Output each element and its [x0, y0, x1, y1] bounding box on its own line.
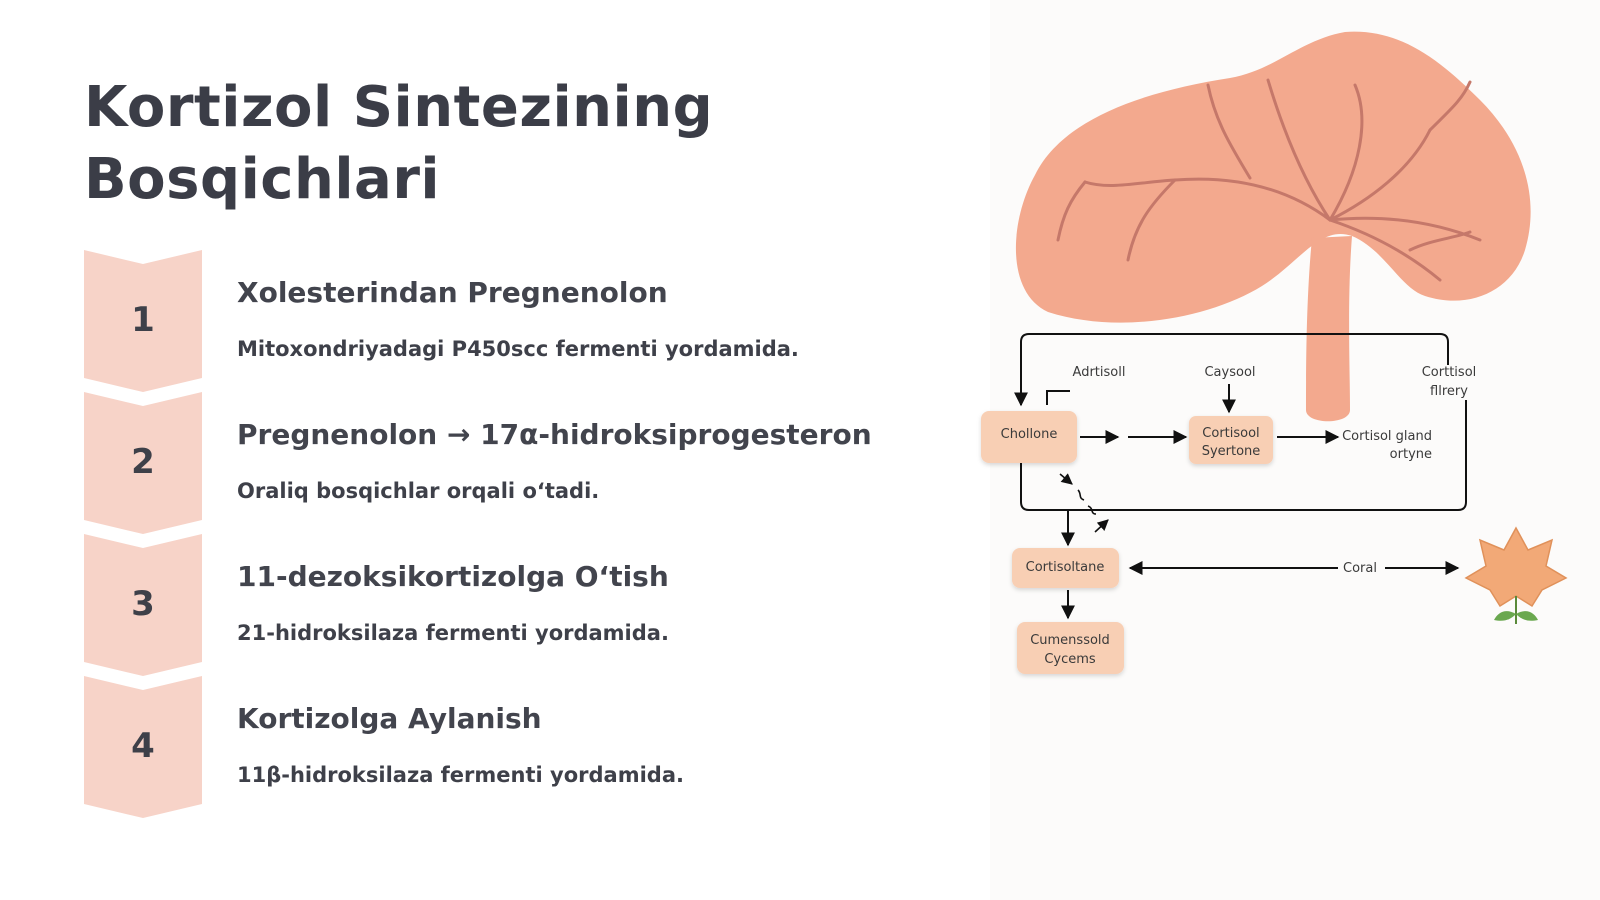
page-title: Kortizol Sintezining Bosqichlari [84, 75, 714, 212]
adrenal-gland [1015, 31, 1531, 422]
svg-text:Cycems: Cycems [1044, 652, 1096, 667]
diagram-connectors [1014, 333, 1467, 620]
svg-text:Syertone: Syertone [1202, 444, 1261, 459]
leaf-icon [1464, 526, 1568, 624]
bottom-loop-line [1020, 400, 1467, 511]
step-1-number: 1 [131, 300, 155, 340]
step-2-number: 2 [131, 442, 155, 482]
svg-text:Cumenssold: Cumenssold [1030, 633, 1110, 648]
adrtisoll-bracket [1046, 390, 1070, 405]
gland-veins [1056, 78, 1482, 282]
step-4-chevron [84, 676, 202, 818]
step-2-title: Pregnenolon → 17α-hidroksiprogesteron [237, 418, 872, 451]
step-3-number: 3 [131, 584, 155, 624]
step-4-number: 4 [131, 726, 155, 766]
label-adrtisoll: Adrtisoll [1073, 365, 1126, 380]
diagram-svg: Chollone Cortisool Syertone Cortisoltane… [981, 0, 1600, 900]
label-corttisol-line1: Corttisol [1422, 365, 1477, 380]
step-1-description: Mitoxondriyadagi P450scc fermenti yordam… [237, 337, 799, 361]
step-1-chevron [84, 250, 202, 392]
step-4-title: Kortizolga Aylanish [237, 702, 542, 735]
label-coral: Coral [1343, 561, 1377, 576]
label-cortisol-gland-line1: Cortisol gland [1342, 429, 1432, 444]
node-chollone: Chollone [981, 411, 1077, 463]
step-2-description: Oraliq bosqichlar orqali o‘tadi. [237, 479, 600, 503]
adrenal-diagram: Chollone Cortisool Syertone Cortisoltane… [960, 0, 1600, 900]
step-3-title: 11-dezoksikortizolga O‘tish [237, 560, 669, 593]
svg-text:Chollone: Chollone [1001, 427, 1058, 442]
steps-list: 1 Xolesterindan Pregnenolon Mitoxondriya… [84, 250, 904, 830]
node-cortisoltane: Cortisoltane [1012, 548, 1119, 588]
node-cortisool: Cortisool Syertone [1189, 416, 1273, 464]
step-3-description: 21-hidroksilaza fermenti yordamida. [237, 621, 669, 645]
top-loop-line [1020, 333, 1449, 405]
wavy-connectors [1059, 473, 1109, 533]
gland-stem [1306, 236, 1352, 422]
label-caysool: Caysool [1204, 365, 1255, 380]
label-cortisol-gland-line2: ortyne [1390, 447, 1432, 462]
gland-body [1015, 31, 1531, 323]
node-cumenssold: Cumenssold Cycems [1017, 622, 1124, 674]
step-1-title: Xolesterindan Pregnenolon [237, 276, 668, 309]
step-2: 2 Pregnenolon → 17α-hidroksiprogesteron … [84, 392, 904, 534]
step-3-chevron [84, 534, 202, 676]
svg-text:Cortisool: Cortisool [1202, 426, 1259, 441]
step-1: 1 Xolesterindan Pregnenolon Mitoxondriya… [84, 250, 904, 392]
step-3: 3 11-dezoksikortizolga O‘tish 21-hidroks… [84, 534, 904, 676]
svg-text:Cortisoltane: Cortisoltane [1026, 560, 1105, 575]
label-corttisol-line2: fllrery [1430, 384, 1468, 399]
step-4: 4 Kortizolga Aylanish 11β-hidroksilaza f… [84, 676, 904, 818]
step-2-chevron [84, 392, 202, 534]
step-4-description: 11β-hidroksilaza fermenti yordamida. [237, 763, 684, 787]
